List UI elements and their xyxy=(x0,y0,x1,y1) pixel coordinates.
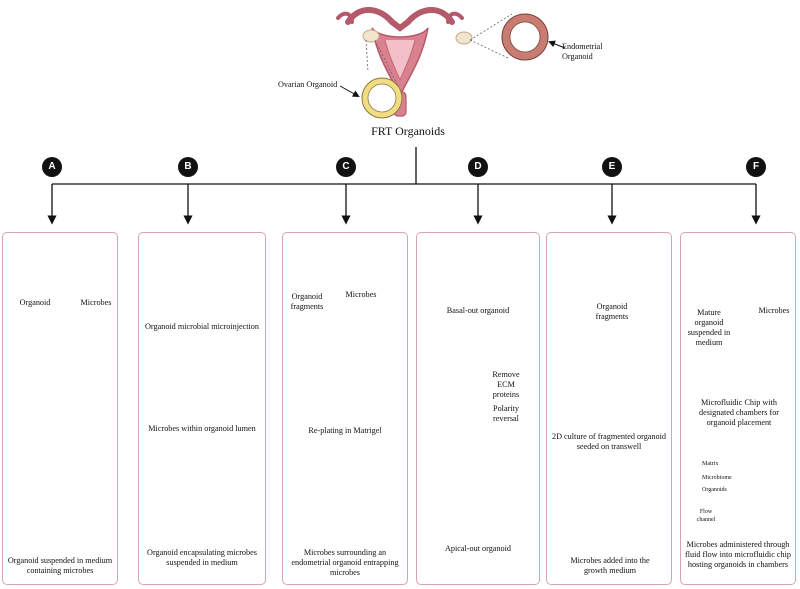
badge-b: B xyxy=(178,157,198,177)
panel-f xyxy=(680,232,796,585)
panel-c-result-label: Microbes surrounding an endometrial orga… xyxy=(291,548,399,577)
ovarian-arrow xyxy=(339,85,360,97)
ovarian-organoid xyxy=(361,77,403,119)
badge-c: C xyxy=(336,157,356,177)
panel-d-basal-label: Basal-out organoid xyxy=(446,306,510,315)
badge-d: D xyxy=(468,157,488,177)
callout-lines xyxy=(365,13,513,87)
endometrial-organoid-label: Endometrial Organoid xyxy=(562,42,603,61)
badge-f: F xyxy=(746,157,766,177)
panel-c xyxy=(282,232,408,585)
branch-connectors xyxy=(52,147,756,185)
panel-d-remove-label: Remove ECM proteins xyxy=(492,370,520,399)
panel-f-legend-organoids: Organoids xyxy=(702,487,727,493)
panel-e-fragments-label: Organoid fragments xyxy=(595,302,629,321)
figure-title: FRT Organoids xyxy=(371,124,445,138)
panel-f-flow-label: Flow channel xyxy=(696,509,716,523)
panel-a-organoid-label: Organoid xyxy=(19,298,51,307)
panel-d xyxy=(416,232,540,585)
ovarian-organoid-label: Ovarian Organoid xyxy=(278,80,338,89)
panel-b xyxy=(138,232,266,585)
panel-b-step2-label: Microbes within organoid lumen xyxy=(148,424,256,433)
panel-d-polarity-label: Polarity reversal xyxy=(493,404,519,423)
panel-a xyxy=(2,232,118,585)
panel-b-result-label: Organoid encapsulating microbes suspende… xyxy=(147,548,257,567)
panel-f-mature-label: Mature organoid suspended in medium xyxy=(687,308,731,347)
panel-c-fragments-label: Organoid fragments xyxy=(290,292,324,311)
badge-e: E xyxy=(602,157,622,177)
badge-a: A xyxy=(42,157,62,177)
endometrial-arrow xyxy=(548,40,566,49)
endometrial-organoid-top xyxy=(501,13,549,61)
panel-b-step1-label: Organoid microbial microinjection xyxy=(145,322,259,331)
panel-e xyxy=(546,232,672,585)
panel-f-result-label: Microbes administered through fluid flow… xyxy=(685,540,791,569)
panel-c-step2-label: Re-plating in Matrigel xyxy=(308,426,382,435)
panel-f-microbes-label: Microbes xyxy=(758,306,790,315)
panel-a-microbes-label: Microbes xyxy=(80,298,112,307)
panel-e-result-label: Microbes added into the growth medium xyxy=(570,556,650,575)
panel-e-step2-label: 2D culture of fragmented organoid seeded… xyxy=(552,432,666,451)
panel-f-legend-microbiome: Microbiome xyxy=(702,475,732,481)
panel-a-result-label: Organoid suspended in medium containing … xyxy=(7,556,113,575)
uterus-illustration xyxy=(336,7,473,117)
panel-c-microbes-label: Microbes xyxy=(345,290,377,299)
panel-f-legend-matrix: Matrix xyxy=(702,461,719,467)
branch-arrows xyxy=(47,184,761,225)
panel-d-apical-label: Apical-out organoid xyxy=(444,544,511,553)
panel-f-chip-label: Microfluidic Chip with designated chambe… xyxy=(698,398,780,427)
